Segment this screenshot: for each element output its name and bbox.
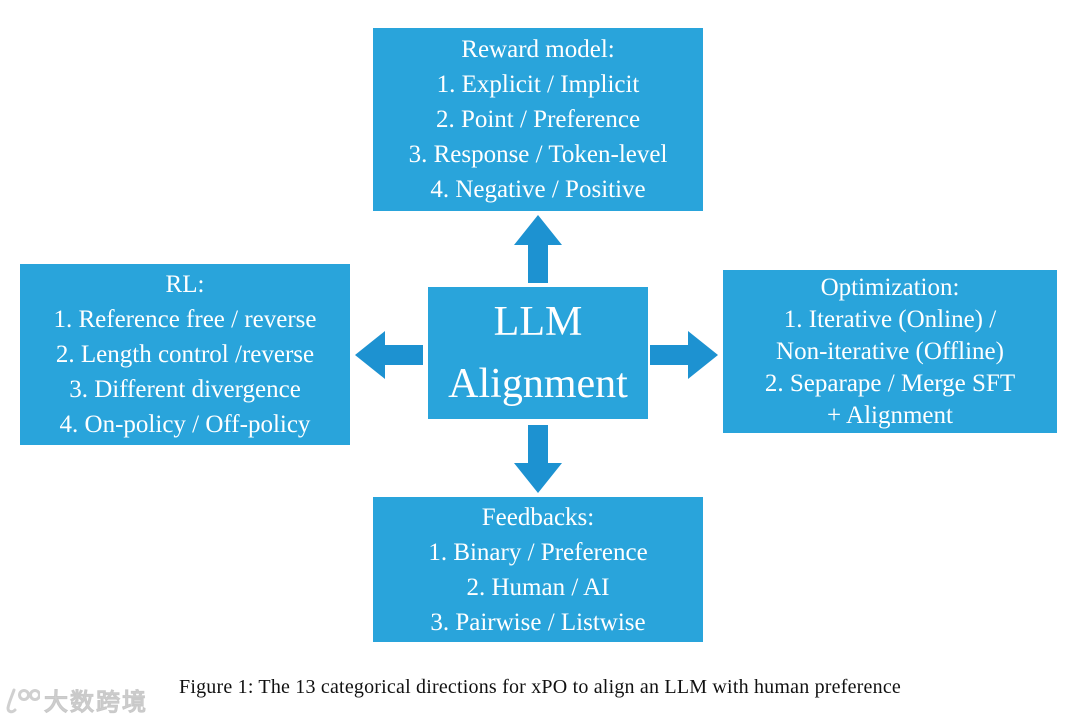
100-smile-logo-icon (6, 686, 40, 714)
box-line: 2. Separape / Merge SFT (764, 369, 1016, 397)
box-line: RL: (165, 271, 205, 298)
arrow-down-icon (514, 425, 562, 493)
box-line: Alignment (448, 361, 628, 407)
box-line: 3. Pairwise / Listwise (430, 608, 646, 636)
box-line: 1. Iterative (Online) / (783, 305, 997, 333)
box-line: 3. Response / Token-level (408, 141, 668, 168)
watermark-text: 大数跨境 (44, 690, 148, 717)
box-line: 1. Explicit / Implicit (436, 71, 640, 98)
llm-alignment-box: LLM Alignment (428, 287, 648, 419)
box-line: 1. Binary / Preference (428, 538, 648, 566)
watermark: 大数跨境 (6, 682, 148, 717)
rl-box: RL: 1. Reference free / reverse 2. Lengt… (20, 264, 350, 445)
arrow-left-icon (355, 331, 423, 379)
box-line: 1. Reference free / reverse (53, 306, 317, 333)
box-line: 3. Different divergence (69, 376, 301, 403)
box-line: Non-iterative (Offline) (776, 337, 1004, 365)
box-line: LLM (493, 299, 583, 345)
box-line: 4. On-policy / Off-policy (59, 411, 311, 438)
arrow-right-icon (650, 331, 718, 379)
box-line: 2. Point / Preference (435, 106, 641, 133)
box-line: + Alignment (827, 401, 953, 429)
box-line: 2. Length control /reverse (55, 341, 315, 368)
optimization-box: Optimization: 1. Iterative (Online) / No… (723, 270, 1057, 433)
box-line: 2. Human / AI (466, 573, 610, 601)
feedbacks-box: Feedbacks: 1. Binary / Preference 2. Hum… (373, 497, 703, 642)
box-line: Feedbacks: (481, 503, 595, 531)
box-line: 4. Negative / Positive (430, 176, 646, 203)
figure-caption: Figure 1: The 13 categorical directions … (179, 676, 901, 698)
box-line: Reward model: (461, 36, 615, 63)
box-line: Optimization: (820, 273, 960, 301)
reward-model-box: Reward model: 1. Explicit / Implicit 2. … (373, 28, 703, 211)
arrow-up-icon (514, 215, 562, 283)
